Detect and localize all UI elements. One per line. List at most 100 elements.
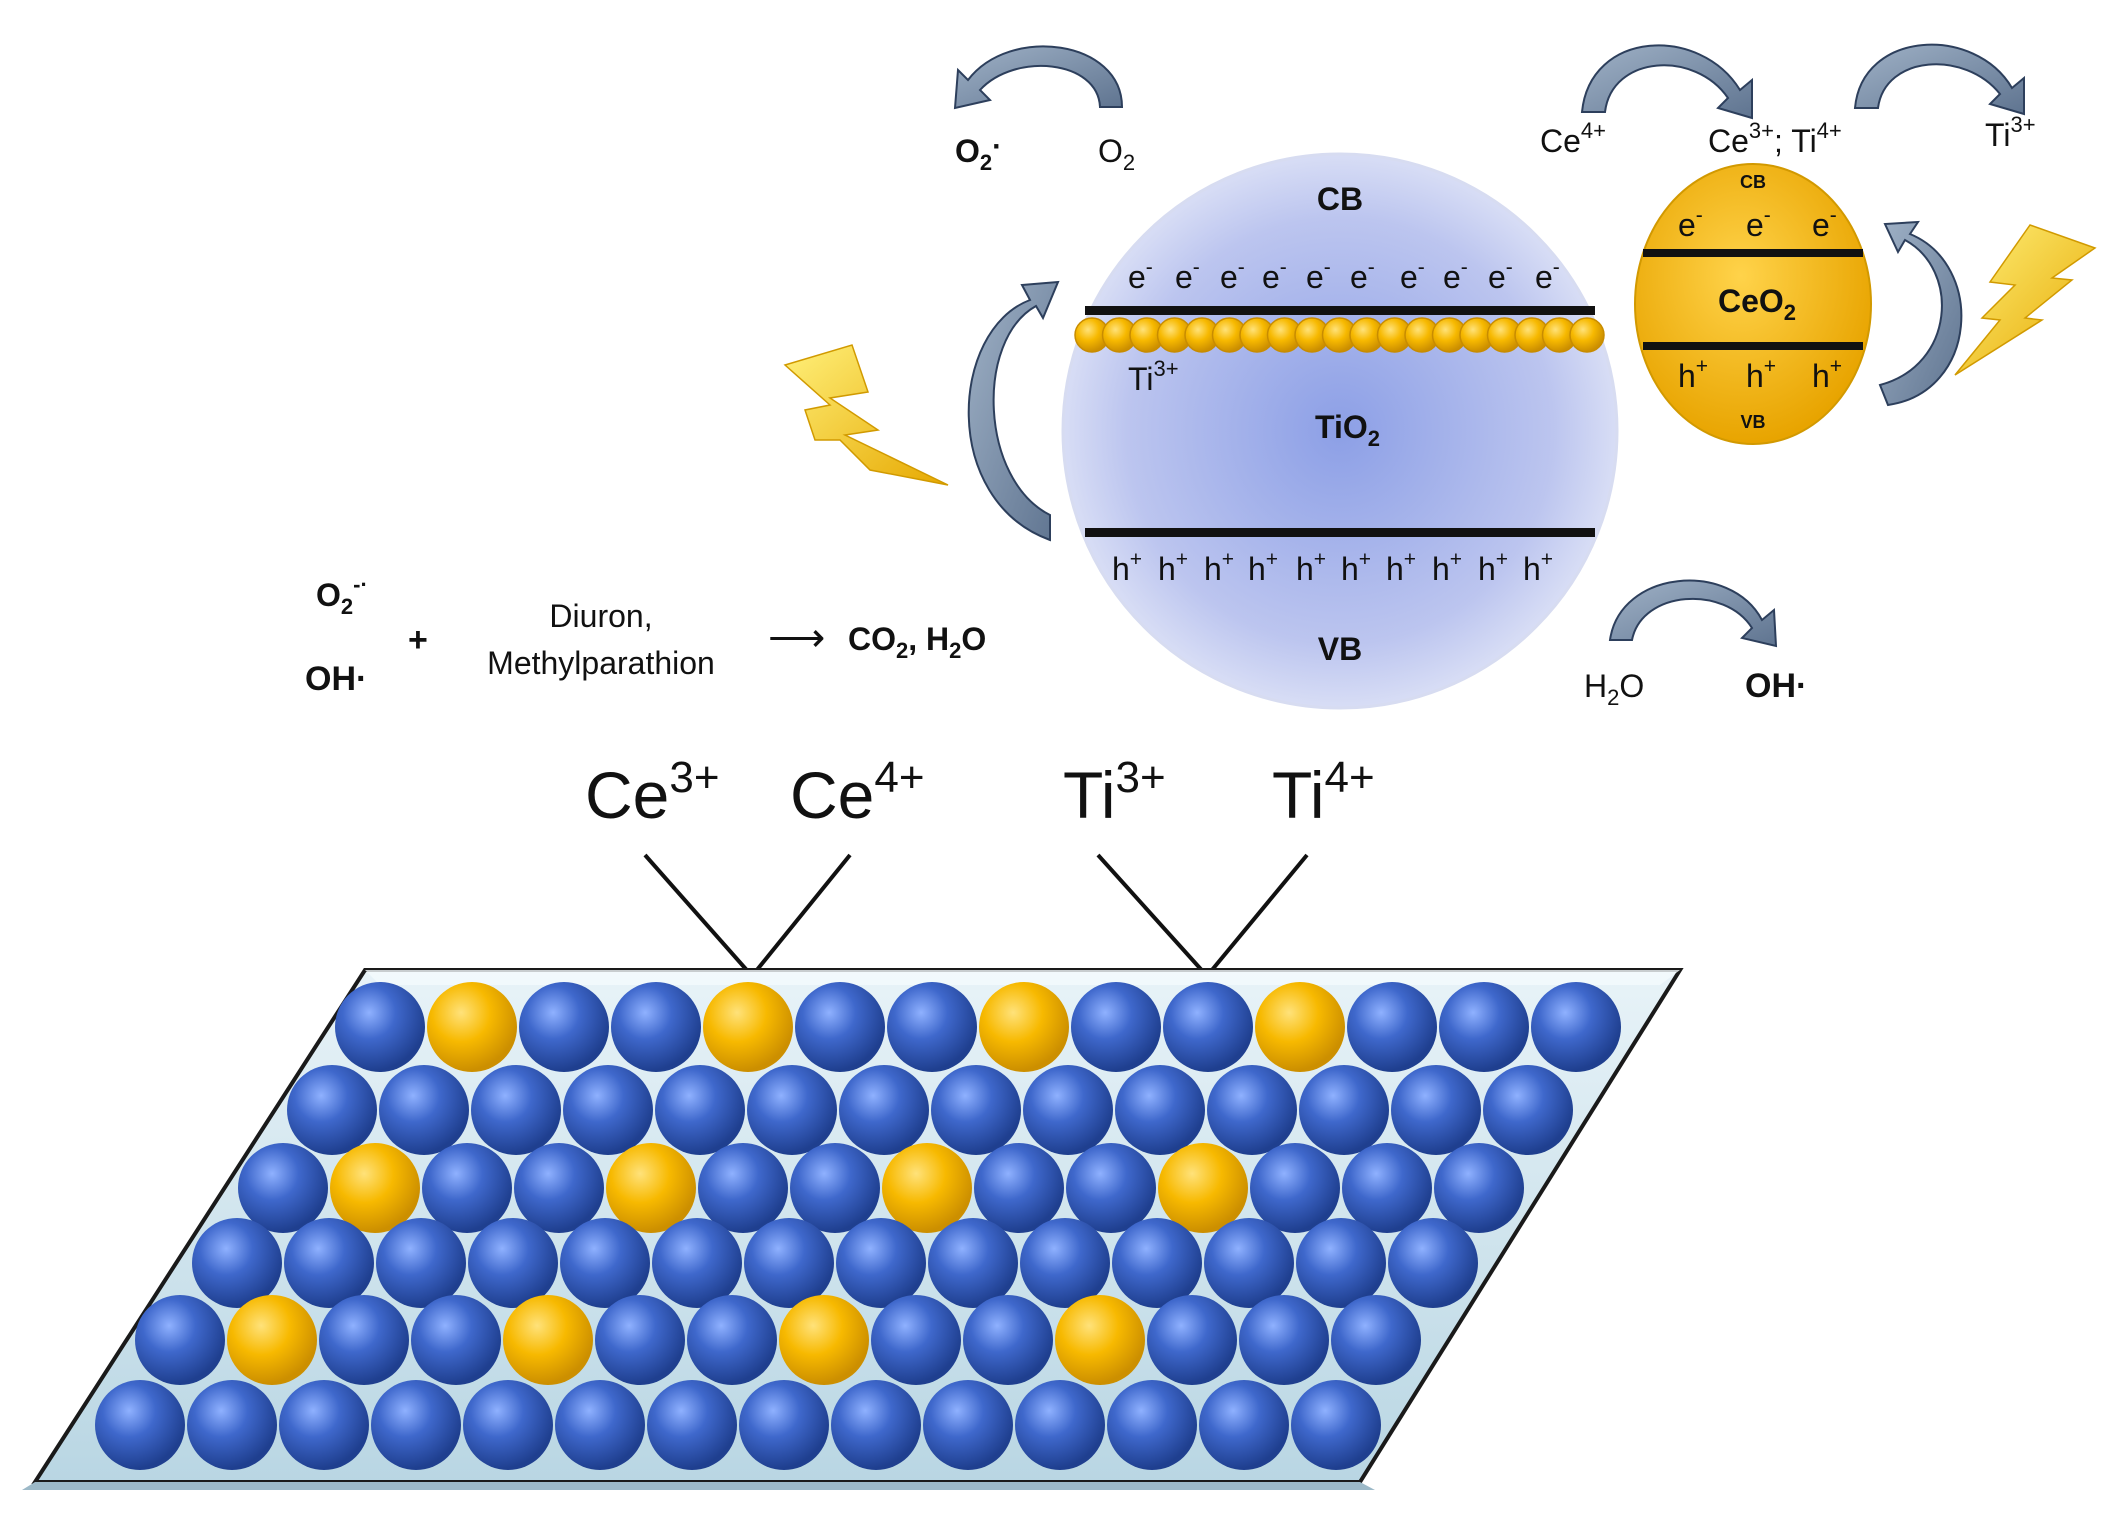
hole: h+ (1678, 355, 1708, 394)
titanium-atom (1483, 1065, 1573, 1155)
titanium-atom (1115, 1065, 1205, 1155)
o2-radical-top-label: O2· (955, 130, 1002, 175)
excitation-arrow-icon (967, 280, 1060, 542)
oh-right-label: OH· (1745, 667, 1807, 705)
titanium-atom (238, 1143, 328, 1233)
electron: e- (1128, 256, 1153, 295)
ceo2-label: CeO2 (1718, 283, 1796, 325)
titanium-atom (135, 1295, 225, 1385)
ceo2-vb-label: VB (1740, 412, 1765, 432)
ti-pointer-lines (1096, 853, 1309, 978)
titanium-atom (923, 1380, 1013, 1470)
ce-reduction-arrow-icon (1580, 44, 1753, 120)
hole: h+ (1746, 355, 1776, 394)
hole: h+ (1478, 548, 1508, 587)
titanium-atom (1347, 982, 1437, 1072)
ceo2-vb-line (1643, 342, 1863, 350)
surface-ce4-label: Ce4+ (790, 753, 925, 832)
tio2-particle: CB VB TiO2 Ti3+ e-e-e-e-e-e-e-e-e-e- h+h… (1061, 152, 1619, 710)
titanium-atom (1112, 1218, 1202, 1308)
titanium-atom (468, 1218, 558, 1308)
electron: e- (1488, 256, 1513, 295)
titanium-atom (1391, 1065, 1481, 1155)
cerium-atom (703, 982, 793, 1072)
titanium-atom (1388, 1218, 1478, 1308)
surface-ce3-label: Ce3+ (585, 753, 720, 832)
titanium-atom (519, 982, 609, 1072)
titanium-atom (595, 1295, 685, 1385)
products-label: CO2, H2O (848, 621, 986, 663)
ceo2-holes: h+ h+ h+ (1678, 355, 1842, 394)
titanium-atom (887, 982, 977, 1072)
hole: h+ (1158, 548, 1188, 587)
hole: h+ (1248, 548, 1278, 587)
titanium-atom (790, 1143, 880, 1233)
reaction-arrow: ⟶ (768, 616, 825, 660)
titanium-atom (560, 1218, 650, 1308)
titanium-atom (1239, 1295, 1329, 1385)
ti3-inner-label: Ti3+ (1128, 356, 1179, 397)
valence-band-line (1085, 528, 1595, 537)
hole: h+ (1812, 355, 1842, 394)
titanium-atom (974, 1143, 1064, 1233)
lightning-icon (783, 344, 949, 486)
hole: h+ (1204, 548, 1234, 587)
electron: e- (1443, 256, 1468, 295)
o2-top-label: O2 (1098, 133, 1135, 175)
cerium-atom (427, 982, 517, 1072)
titanium-atom (1147, 1295, 1237, 1385)
titanium-atom (1291, 1380, 1381, 1470)
hole: h+ (1386, 548, 1416, 587)
titanium-atom (652, 1218, 742, 1308)
ti3-dopant-chain (1074, 317, 1605, 353)
titanium-atom (422, 1143, 512, 1233)
titanium-atom (1015, 1380, 1105, 1470)
ceo2-excitation-arrow-icon (1878, 220, 1963, 407)
ceo2-particle: CB VB CeO2 e-e-e- h+h+h+ (1634, 163, 1872, 445)
hole: h+ (1112, 548, 1142, 587)
ceo2-cb-label: CB (1740, 172, 1766, 192)
pollutant-line-2: Methylparathion (487, 645, 715, 681)
titanium-atom (1207, 1065, 1297, 1155)
titanium-atom (1331, 1295, 1421, 1385)
conduction-band-line (1085, 306, 1595, 315)
ceo2-cb-line (1643, 249, 1863, 257)
h2o-label: H2O (1584, 668, 1644, 710)
titanium-atom (411, 1295, 501, 1385)
titanium-atom (335, 982, 425, 1072)
titanium-atom (739, 1380, 829, 1470)
titanium-atom (1296, 1218, 1386, 1308)
titanium-atom (287, 1065, 377, 1155)
titanium-atom (371, 1380, 461, 1470)
pollutant-line-1: Diuron, (549, 598, 652, 634)
titanium-atom (1342, 1143, 1432, 1233)
titanium-atom (795, 982, 885, 1072)
electron: e- (1535, 256, 1560, 295)
hole: h+ (1341, 548, 1371, 587)
hole: h+ (1523, 548, 1553, 587)
o2-reduction-arrow-icon (953, 45, 1124, 110)
titanium-atom (747, 1065, 837, 1155)
cerium-atom (227, 1295, 317, 1385)
electron: e- (1306, 256, 1331, 295)
hole: h+ (1432, 548, 1462, 587)
titanium-atom (1531, 982, 1621, 1072)
oxidation-arrow-icon (1608, 579, 1778, 648)
cerium-atom (503, 1295, 593, 1385)
oh-left-label: OH· (305, 660, 367, 698)
lightning-icon (1954, 224, 2097, 376)
tio2-label: TiO2 (1315, 409, 1380, 451)
titanium-atom (1163, 982, 1253, 1072)
electron: e- (1400, 256, 1425, 295)
titanium-atom (1023, 1065, 1113, 1155)
o2-anion-label: O2-· (316, 572, 368, 619)
titanium-atom (319, 1295, 409, 1385)
electron: e- (1175, 256, 1200, 295)
plus-sign: + (408, 621, 428, 659)
titanium-atom (563, 1065, 653, 1155)
titanium-atom (836, 1218, 926, 1308)
titanium-atom (1199, 1380, 1289, 1470)
electron: e- (1350, 256, 1375, 295)
titanium-atom (376, 1218, 466, 1308)
